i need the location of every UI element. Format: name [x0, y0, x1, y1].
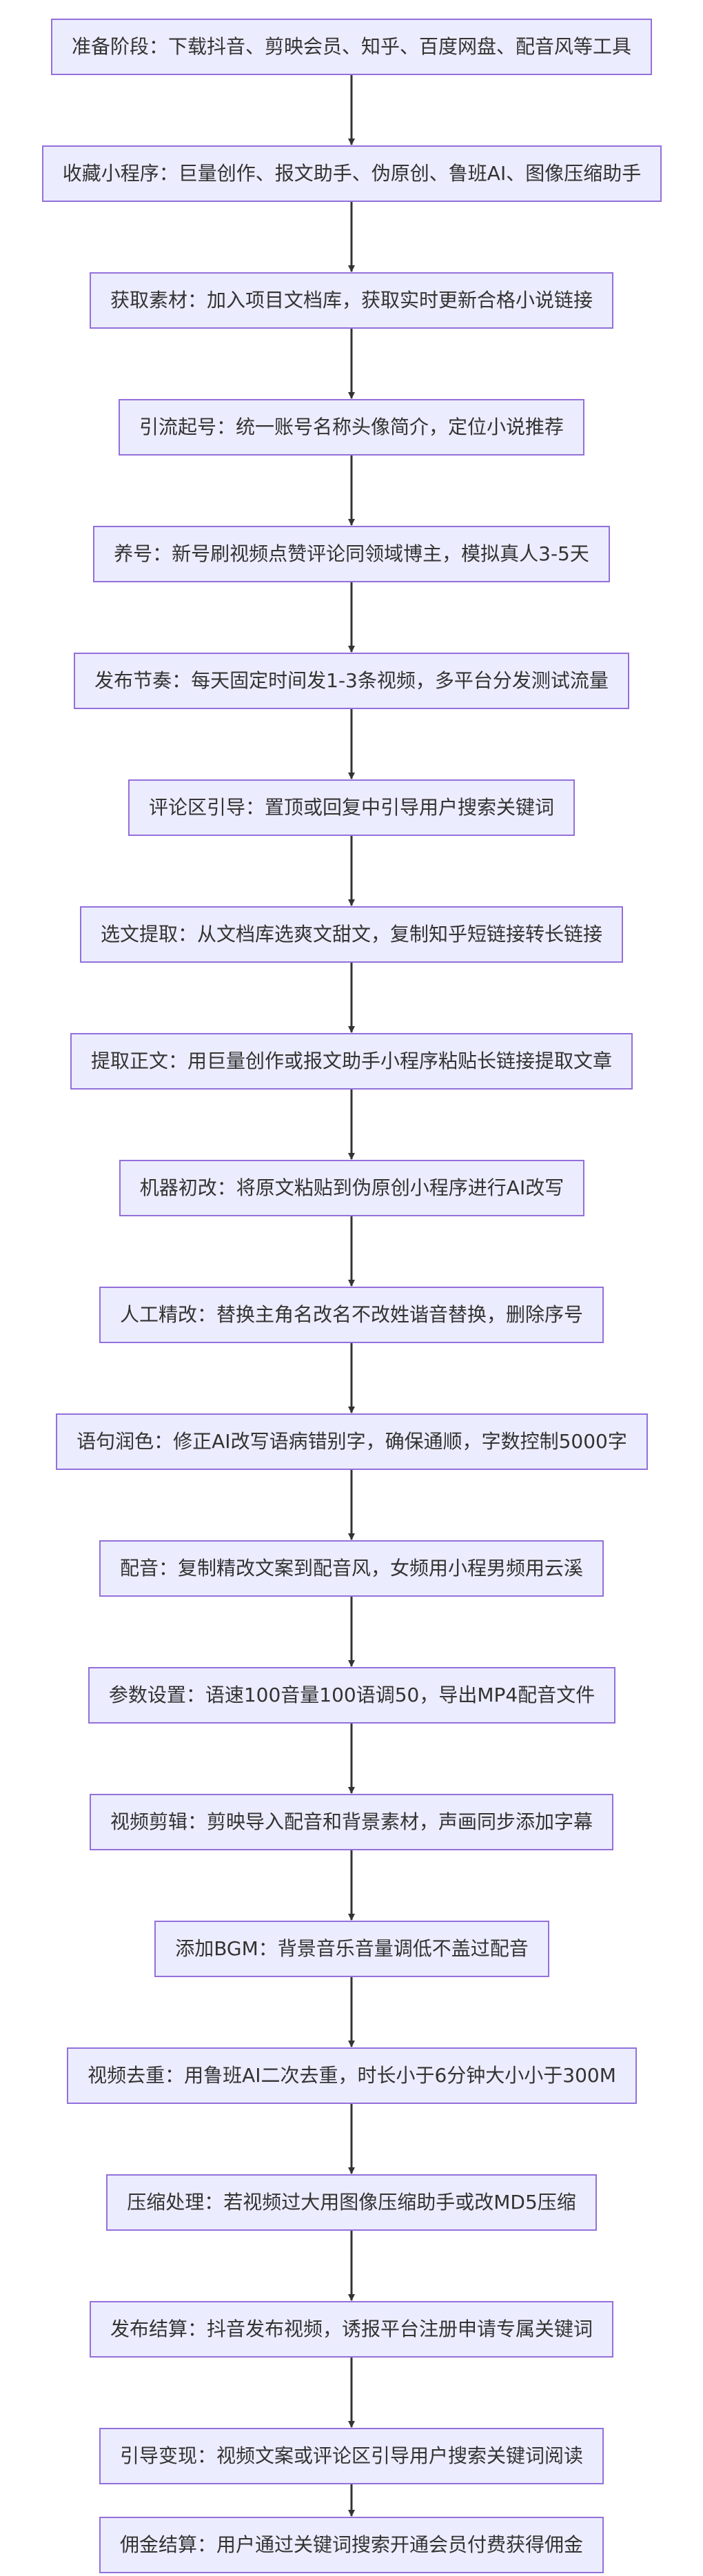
step-17-dedup: 视频去重：用鲁班AI二次去重，时长小于6分钟大小小于300M — [67, 2047, 637, 2104]
step-05-account-warmup: 养号：新号刷视频点赞评论同领域博主，模拟真人3-5天 — [93, 526, 610, 582]
step-12-polish: 语句润色：修正AI改写语病错别字，确保通顺，字数控制5000字 — [56, 1413, 648, 1470]
step-21-commission: 佣金结算：用户通过关键词搜索开通会员付费获得佣金 — [99, 2517, 604, 2573]
step-20-monetization: 引导变现：视频文案或评论区引导用户搜索关键词阅读 — [99, 2428, 604, 2484]
step-01-preparation: 准备阶段：下载抖音、剪映会员、知乎、百度网盘、配音风等工具 — [51, 19, 652, 75]
step-03-get-materials: 获取素材：加入项目文档库，获取实时更新合格小说链接 — [90, 272, 613, 329]
step-09-extract-text: 提取正文：用巨量创作或报文助手小程序粘贴长链接提取文章 — [70, 1033, 633, 1090]
step-19-publish-settlement: 发布结算：抖音发布视频，诱报平台注册申请专属关键词 — [90, 2301, 613, 2358]
step-10-machine-rewrite: 机器初改：将原文粘贴到伪原创小程序进行AI改写 — [119, 1160, 584, 1216]
step-18-compression: 压缩处理：若视频过大用图像压缩助手或改MD5压缩 — [106, 2174, 597, 2231]
step-06-publish-rhythm: 发布节奏：每天固定时间发1-3条视频，多平台分发测试流量 — [74, 653, 629, 709]
step-04-account-setup: 引流起号：统一账号名称头像简介，定位小说推荐 — [119, 399, 584, 456]
step-11-manual-edit: 人工精改：替换主角名改名不改姓谐音替换，删除序号 — [99, 1287, 604, 1343]
step-15-video-editing: 视频剪辑：剪映导入配音和背景素材，声画同步添加字幕 — [90, 1794, 613, 1850]
step-08-select-article: 选文提取：从文档库选爽文甜文，复制知乎短链接转长链接 — [80, 906, 623, 963]
step-02-bookmark-mini-programs: 收藏小程序：巨量创作、报文助手、伪原创、鲁班AI、图像压缩助手 — [42, 145, 662, 202]
step-13-voiceover: 配音：复制精改文案到配音风，女频用小程男频用云溪 — [99, 1540, 604, 1597]
step-07-comment-guidance: 评论区引导：置顶或回复中引导用户搜索关键词 — [128, 779, 575, 836]
step-14-parameter-settings: 参数设置：语速100音量100语调50，导出MP4配音文件 — [88, 1667, 615, 1724]
step-16-add-bgm: 添加BGM：背景音乐音量调低不盖过配音 — [154, 1921, 549, 1977]
